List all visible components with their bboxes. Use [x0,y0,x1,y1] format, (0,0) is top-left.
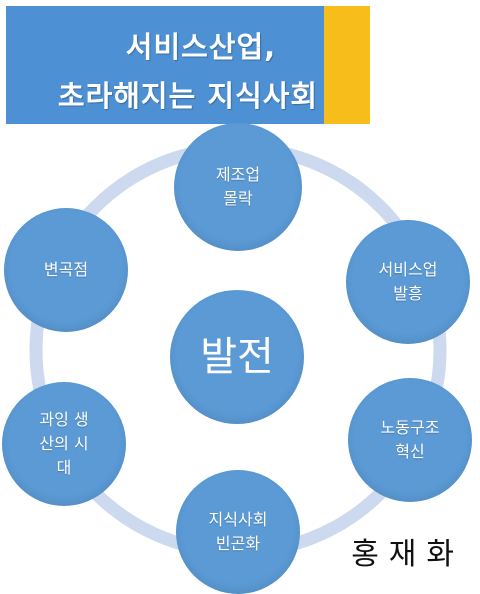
node-label: 제조업 몰락 [215,165,261,208]
node-label: 지식사회 빈곤화 [208,510,268,553]
node-label: 서비스업 발흥 [378,260,438,303]
center-label: 발전 [200,334,274,380]
author-name: 홍재화 [351,537,464,572]
title-banner: 서비스산업, 초라해지는 지식사회 [6,6,370,124]
cycle-node-labor: 노동구조 혁신 [348,378,472,502]
node-label: 노동구조 혁신 [380,418,440,461]
title-line-2: 초라해지는 지식사회 [57,79,319,113]
cycle-node-inflection: 변곡점 [4,208,128,332]
cycle-node-service: 서비스업 발흥 [346,220,470,344]
node-label: 변곡점 [43,260,89,279]
cycle-node-manufacturing: 제조업 몰락 [174,123,302,251]
node-label: 과잉 생 산의 시 대 [39,410,89,477]
title-line-1: 서비스산업, [125,30,277,64]
center-node: 발전 [170,290,304,424]
cycle-node-knowledge: 지식사회 빈곤화 [176,470,300,594]
cycle-node-overproduction: 과잉 생 산의 시 대 [2,382,126,506]
title-accent-bar [324,6,370,124]
